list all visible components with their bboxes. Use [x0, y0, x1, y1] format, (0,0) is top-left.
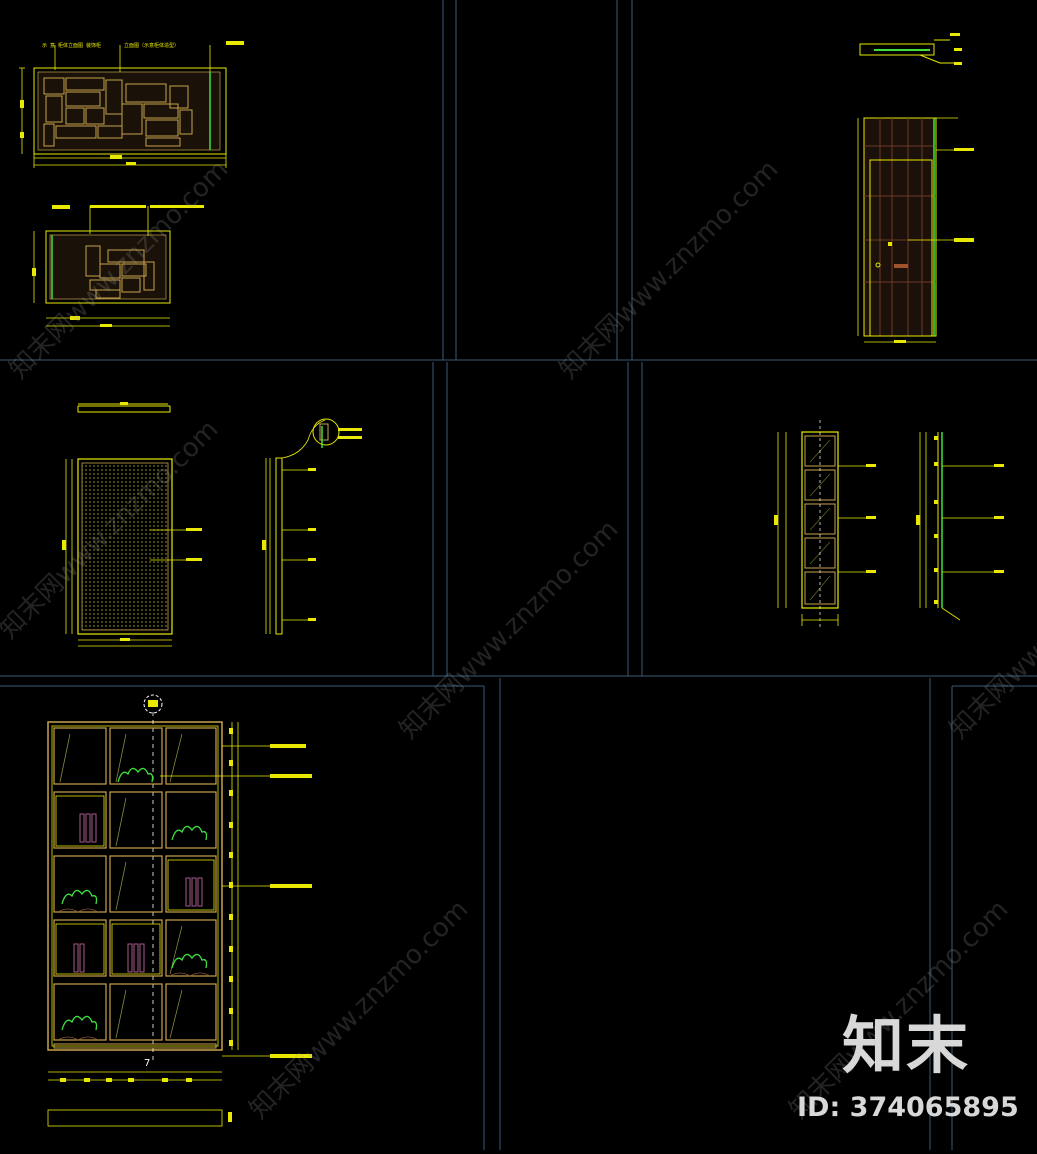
- bookcase-center-mark: 7: [144, 1058, 150, 1069]
- perforated-panel-elevation: [62, 402, 202, 647]
- door-elevation: [857, 33, 974, 343]
- panel-section: [262, 418, 362, 635]
- watermark-logo: 知末: [842, 1009, 971, 1082]
- glass-column-elevation: [774, 420, 876, 630]
- top-left-title-b: 立面图（示意柜体造型）: [124, 43, 180, 49]
- top-left-title-a: 示 意 柜体立面图 装饰柜: [42, 43, 102, 49]
- watermark-id: ID: 374065895: [797, 1092, 1019, 1123]
- cabinet-elevation-1: [19, 41, 244, 168]
- cabinet-elevation-2: [32, 205, 204, 327]
- glass-column-section: [916, 432, 1004, 621]
- bookcase-elevation: 7: [47, 694, 312, 1127]
